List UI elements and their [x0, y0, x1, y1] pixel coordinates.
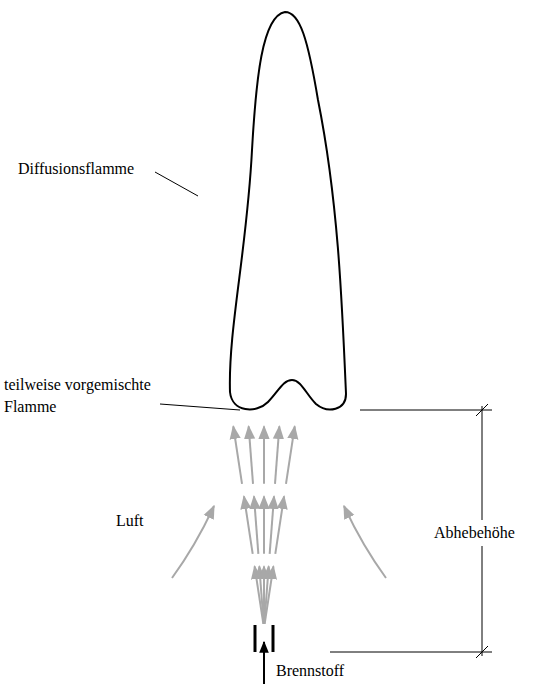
leader-line — [155, 172, 198, 196]
gas-flow-arrow — [263, 426, 265, 483]
leader-line — [160, 404, 240, 410]
flame-outline — [230, 12, 346, 409]
gas-flow-arrow — [259, 566, 263, 623]
nozzle-wall — [254, 625, 257, 652]
flame-label: Diffusionsflamme — [18, 158, 134, 180]
gas-flow-arrow — [233, 426, 242, 483]
gas-flow-arrow — [263, 496, 265, 553]
gas-flow-arrow — [244, 496, 253, 553]
dimension-label: Abhebehöhe — [432, 520, 517, 546]
gas-flow-arrow — [254, 496, 258, 553]
gas-flow-arrow — [270, 496, 274, 553]
dimension-line — [360, 410, 492, 411]
dimension-tick — [476, 646, 488, 658]
gas-flow-arrow — [249, 426, 253, 483]
gas-flow-arrow — [286, 426, 295, 483]
gas-flow-arrow — [255, 566, 264, 623]
gas-flow-arrow — [275, 496, 284, 553]
nozzle-wall — [272, 625, 275, 652]
air-label: Luft — [116, 510, 144, 532]
dimension-line — [330, 652, 492, 653]
gas-flow-arrows — [233, 426, 294, 623]
dimension-tick — [476, 404, 488, 416]
air-arrow — [172, 506, 214, 578]
fuel-label: Brennstoff — [276, 660, 344, 682]
flame-label: teilweise vorgemischte Flamme — [4, 374, 154, 418]
gas-flow-arrow — [275, 426, 279, 483]
air-arrow — [344, 506, 386, 578]
fuel-arrow — [263, 642, 265, 684]
gas-flow-arrow — [265, 566, 274, 623]
